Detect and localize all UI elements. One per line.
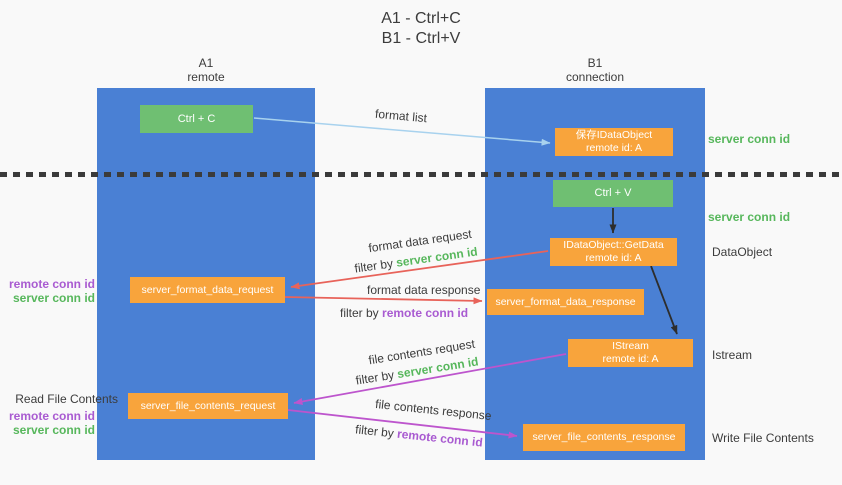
title-line-1: A1 - Ctrl+C <box>381 10 461 27</box>
getdata-line1: IDataObject::GetData <box>563 239 664 251</box>
dataobject-label: DataObject <box>712 245 773 259</box>
ctrl-v-box: Ctrl + V <box>553 180 673 207</box>
server-conn-id-text: server conn id <box>12 291 95 305</box>
getdata-box: IDataObject::GetData remote id: A <box>550 238 677 266</box>
diagram-title: A1 - Ctrl+C B1 - Ctrl+V <box>0 9 842 49</box>
left-column-name: A1 <box>198 56 214 70</box>
filter-by-remote-conn-id-label-1: filter by remote conn id <box>340 306 468 320</box>
left-conn-id-stack-2: remote conn id server conn id <box>0 409 95 437</box>
format-data-response-label: format data response <box>367 283 481 297</box>
file-contents-response-label: file contents response <box>374 396 493 424</box>
server-conn-id-label-mid: server conn id <box>708 210 791 224</box>
save-dataobject-box: 保存IDataObject remote id: A <box>555 128 673 156</box>
ctrl-c-box: Ctrl + C <box>140 105 253 133</box>
format-list-label: format list <box>374 106 428 126</box>
right-column-role: connection <box>565 70 625 84</box>
title-line-2: B1 - Ctrl+V <box>381 30 461 47</box>
istream-line2: remote id: A <box>602 353 659 365</box>
istream-label: Istream <box>712 348 753 362</box>
ctrl-c-label: Ctrl + C <box>177 112 216 125</box>
right-column-name: B1 <box>587 56 603 70</box>
server-conn-id-text: server conn id <box>12 423 95 437</box>
filter-by-text: filter by <box>354 422 395 441</box>
ctrl-v-label: Ctrl + V <box>594 187 632 199</box>
filter-by-text: filter by <box>340 306 379 320</box>
remote-conn-id-text: remote conn id <box>396 426 484 450</box>
filter-by-text: filter by <box>354 367 396 388</box>
remote-conn-id-text: remote conn id <box>382 306 469 320</box>
remote-conn-id-text: remote conn id <box>8 409 95 423</box>
server-file-contents-request-label: server_file_contents_request <box>140 399 276 412</box>
server-format-data-request-label: server_format_data_request <box>141 283 274 296</box>
filter-by-text: filter by <box>353 256 394 276</box>
server-file-contents-request-box: server_file_contents_request <box>128 393 288 419</box>
server-file-contents-response-box: server_file_contents_response <box>523 424 685 451</box>
istream-box: IStream remote id: A <box>568 339 693 367</box>
save-dataobject-line1: 保存IDataObject <box>575 129 653 141</box>
getdata-line2: remote id: A <box>585 252 642 264</box>
left-column-role: remote <box>187 70 225 84</box>
remote-conn-id-text: remote conn id <box>8 277 95 291</box>
server-format-data-response-label: server_format_data_response <box>495 295 636 308</box>
server-format-data-request-box: server_format_data_request <box>130 277 285 303</box>
left-column-header: A1 remote <box>97 56 315 84</box>
save-dataobject-line2: remote id: A <box>585 142 643 154</box>
write-file-contents-label: Write File Contents <box>712 431 814 445</box>
left-conn-id-stack-1: remote conn id server conn id <box>0 277 95 305</box>
phase-separator-dotted-line <box>0 172 842 177</box>
filter-by-remote-conn-id-label-2: filter by remote conn id <box>355 422 484 449</box>
right-column-header: B1 connection <box>485 56 705 84</box>
server-file-contents-response-label: server_file_contents_response <box>532 431 676 443</box>
read-file-contents-label: Read File Contents <box>15 392 118 406</box>
istream-line1: IStream <box>612 340 649 352</box>
server-conn-id-label-top: server conn id <box>708 132 791 146</box>
server-format-data-response-box: server_format_data_response <box>487 289 644 315</box>
